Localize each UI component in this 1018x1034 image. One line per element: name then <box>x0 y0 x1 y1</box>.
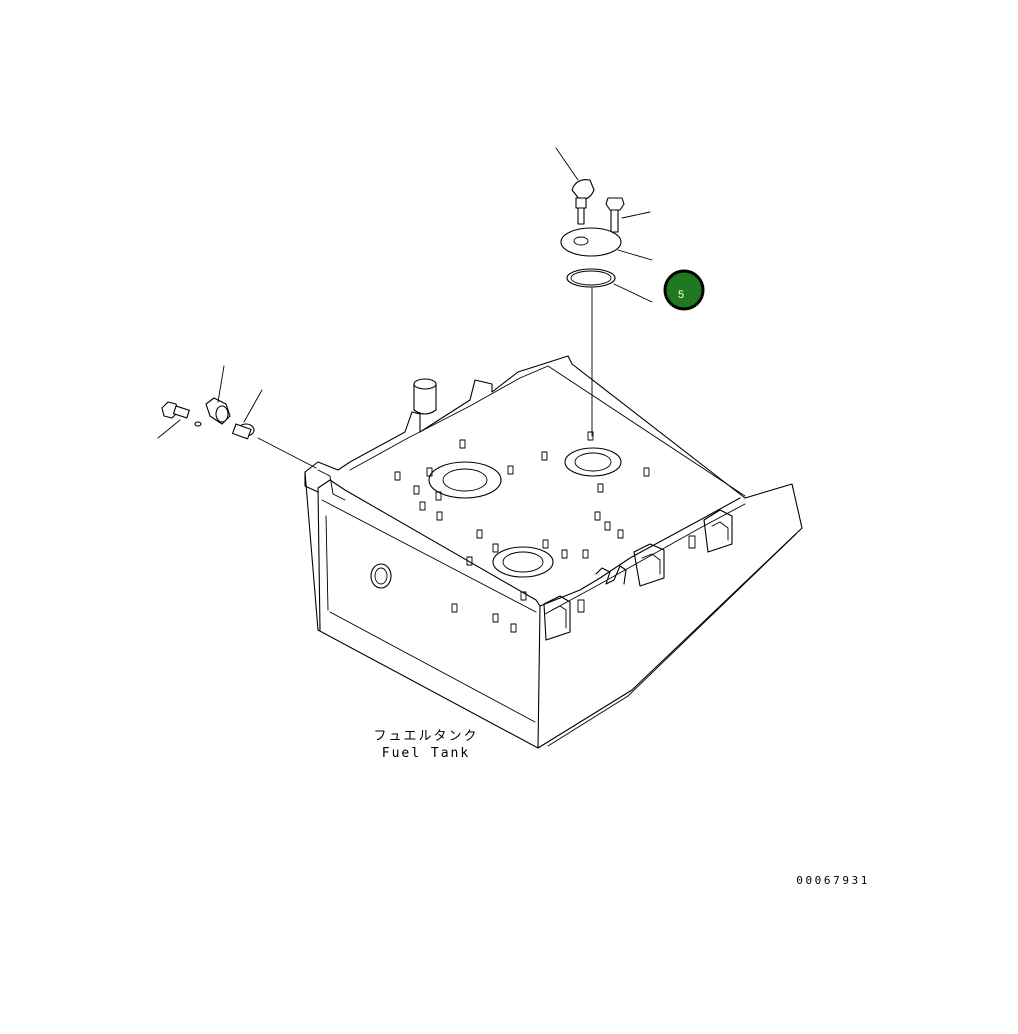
mounting-studs <box>394 431 650 633</box>
tank-flange-left <box>428 461 502 499</box>
callout-number: 5 <box>678 289 684 301</box>
fuel-tank-body <box>304 355 803 749</box>
document-number: 00067931 <box>796 874 870 887</box>
filler-neck <box>413 378 437 415</box>
callout-circle[interactable] <box>663 269 705 311</box>
leader-lines <box>157 147 653 439</box>
drain-valve-assembly <box>161 397 317 469</box>
caption-japanese: フュエルタンク <box>373 729 478 744</box>
callout-marker-5[interactable]: 5 <box>663 269 705 311</box>
tank-flange-front <box>492 546 554 578</box>
side-port <box>370 563 392 589</box>
tank-brackets <box>543 509 733 641</box>
caption-english: Fuel Tank <box>382 746 470 761</box>
level-gauge-assembly <box>560 179 625 437</box>
tank-flange-right <box>564 447 622 477</box>
